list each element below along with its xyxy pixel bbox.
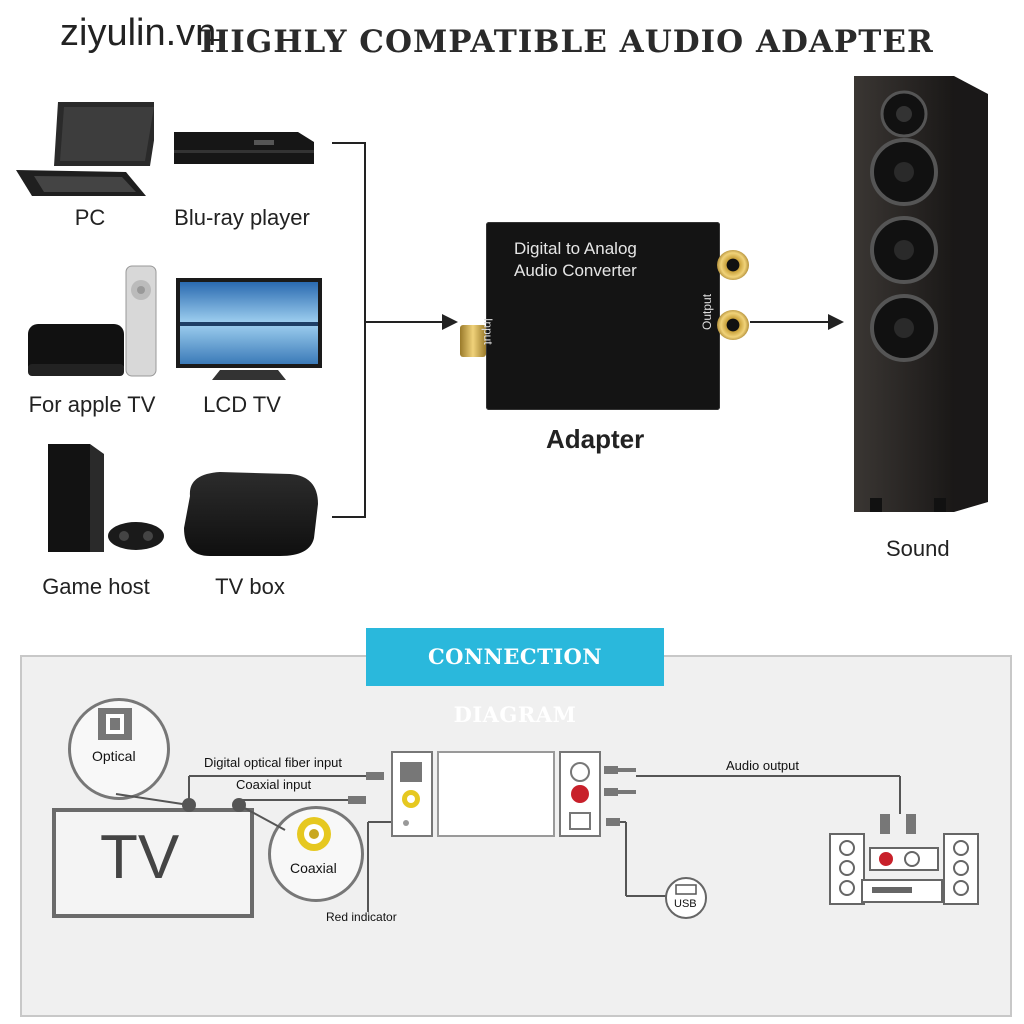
game-console-icon xyxy=(48,444,164,552)
lcd-tv-icon xyxy=(176,278,322,380)
optical-input-label: Digital optical fiber input xyxy=(204,755,343,770)
connection-diagram-title: CONNECTION DIAGRAM xyxy=(366,628,664,727)
watermark: ziyulin.vn xyxy=(60,12,217,54)
arrow-to-adapter xyxy=(364,314,458,330)
bluray-player-icon xyxy=(174,132,314,164)
rca-output-top xyxy=(717,250,749,280)
source-bracket xyxy=(332,142,366,518)
tv-box-icon xyxy=(184,472,318,556)
sound-label: Sound xyxy=(886,536,950,561)
device-label-lcd-tv: LCD TV xyxy=(203,392,281,417)
device-label-bluray: Blu-ray player xyxy=(174,205,310,230)
headline: HIGHLY COMPATIBLE AUDIO ADAPTER xyxy=(200,24,934,60)
adapter-title: Digital to Analog Audio Converter xyxy=(514,238,684,282)
tv-label: TV xyxy=(100,823,180,892)
apple-tv-icon xyxy=(28,265,157,377)
arrow-to-speaker xyxy=(750,314,844,330)
audio-output-label: Audio output xyxy=(726,758,800,773)
laptop-icon xyxy=(16,102,154,196)
device-label-pc: PC xyxy=(74,205,106,230)
device-label-game-host: Game host xyxy=(42,574,150,599)
coaxial-input-label: Coaxial input xyxy=(236,777,312,792)
coaxial-label: Coaxial xyxy=(290,860,337,876)
speaker-icon xyxy=(854,76,988,512)
rca-output-bottom xyxy=(717,310,749,340)
adapter-title-line1: Digital to Analog xyxy=(514,239,637,258)
red-indicator-label: Red indicator xyxy=(326,910,397,924)
usb-label: USB xyxy=(674,898,697,910)
adapter-box xyxy=(486,222,720,410)
adapter-caption: Adapter xyxy=(546,424,645,454)
tv-box xyxy=(52,808,254,918)
adapter-title-line2: Audio Converter xyxy=(514,261,637,280)
optical-port-icon xyxy=(98,708,132,740)
coaxial-port-icon xyxy=(297,817,331,851)
device-label-apple-tv: For apple TV xyxy=(28,392,156,417)
input-port xyxy=(460,325,486,357)
optical-label: Optical xyxy=(92,748,136,764)
device-label-tv-box: TV box xyxy=(215,574,285,599)
